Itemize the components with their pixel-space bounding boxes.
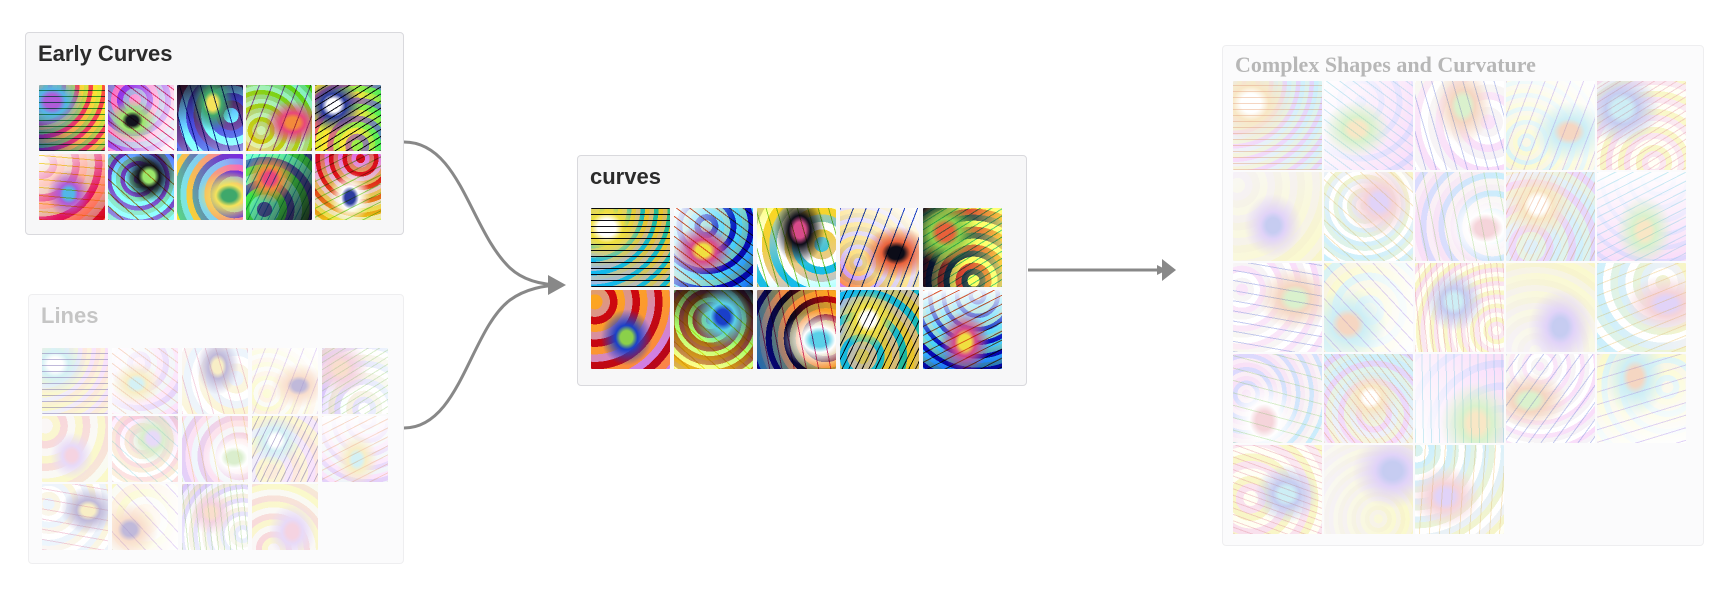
feature-tile[interactable]: [177, 154, 243, 220]
feature-tile[interactable]: [246, 85, 312, 151]
curves-panel[interactable]: curves: [577, 155, 1027, 386]
feature-tile[interactable]: [315, 154, 381, 220]
panel-title: Lines: [41, 303, 99, 328]
feature-tile[interactable]: [42, 348, 108, 414]
feature-tile[interactable]: [108, 85, 174, 151]
feature-tile[interactable]: [757, 290, 836, 369]
panel-title: Early Curves: [38, 41, 173, 66]
feature-tile[interactable]: [1233, 172, 1322, 261]
feature-tile[interactable]: [1415, 445, 1504, 534]
feature-tile[interactable]: [1233, 263, 1322, 352]
feature-tile[interactable]: [252, 348, 318, 414]
feature-tile[interactable]: [1233, 445, 1322, 534]
feature-tile[interactable]: [1324, 81, 1413, 170]
feature-tile[interactable]: [840, 208, 919, 287]
feature-tile[interactable]: [42, 416, 108, 482]
feature-tile[interactable]: [1597, 172, 1686, 261]
feature-tile[interactable]: [182, 484, 248, 550]
arrowhead-right: [1162, 259, 1176, 281]
feature-tile[interactable]: [182, 348, 248, 414]
feature-tile[interactable]: [1597, 263, 1686, 352]
feature-tile[interactable]: [1415, 263, 1504, 352]
feature-tile[interactable]: [923, 290, 1002, 369]
panel-title: Complex Shapes and Curvature: [1235, 52, 1536, 77]
feature-tile[interactable]: [1506, 354, 1595, 443]
feature-tile[interactable]: [112, 348, 178, 414]
feature-tile[interactable]: [108, 154, 174, 220]
feature-tile[interactable]: [1506, 172, 1595, 261]
feature-tile[interactable]: [112, 484, 178, 550]
complex-shapes-panel[interactable]: Complex Shapes and Curvature: [1222, 45, 1704, 546]
feature-tile[interactable]: [1324, 172, 1413, 261]
feature-tile[interactable]: [840, 290, 919, 369]
feature-tile[interactable]: [322, 348, 388, 414]
feature-tile[interactable]: [1506, 263, 1595, 352]
connector-lines-to-curves: [403, 283, 563, 430]
feature-tile[interactable]: [246, 154, 312, 220]
early-curves-panel[interactable]: Early Curves: [25, 32, 404, 235]
feature-tile[interactable]: [923, 208, 1002, 287]
feature-tile[interactable]: [42, 484, 108, 550]
feature-tile[interactable]: [1415, 172, 1504, 261]
feature-tile[interactable]: [322, 416, 388, 482]
feature-tile[interactable]: [182, 416, 248, 482]
feature-tile[interactable]: [177, 85, 243, 151]
feature-tile[interactable]: [1233, 354, 1322, 443]
feature-tile[interactable]: [757, 208, 836, 287]
feature-tile[interactable]: [315, 85, 381, 151]
feature-visualization-grid: [39, 85, 381, 220]
feature-tile[interactable]: [252, 416, 318, 482]
feature-tile[interactable]: [112, 416, 178, 482]
feature-tile[interactable]: [1324, 445, 1413, 534]
feature-tile[interactable]: [1415, 81, 1504, 170]
feature-visualization-grid: [1233, 81, 1686, 534]
connector-early-to-curves: [403, 140, 564, 290]
feature-tile[interactable]: [591, 290, 670, 369]
feature-tile[interactable]: [1324, 354, 1413, 443]
feature-tile[interactable]: [39, 154, 105, 220]
feature-visualization-grid: [591, 208, 1002, 369]
feature-tile[interactable]: [1597, 81, 1686, 170]
feature-tile[interactable]: [1233, 81, 1322, 170]
feature-tile[interactable]: [674, 290, 753, 369]
lines-panel[interactable]: Lines: [28, 294, 404, 564]
feature-tile[interactable]: [252, 484, 318, 550]
arrowhead-into-curves: [548, 275, 566, 295]
feature-tile[interactable]: [1324, 263, 1413, 352]
feature-visualization-grid: [42, 348, 388, 550]
feature-tile[interactable]: [39, 85, 105, 151]
feature-tile[interactable]: [674, 208, 753, 287]
feature-tile[interactable]: [1597, 354, 1686, 443]
feature-tile[interactable]: [1506, 81, 1595, 170]
feature-tile[interactable]: [1415, 354, 1504, 443]
panel-title: curves: [590, 164, 661, 189]
feature-tile[interactable]: [591, 208, 670, 287]
